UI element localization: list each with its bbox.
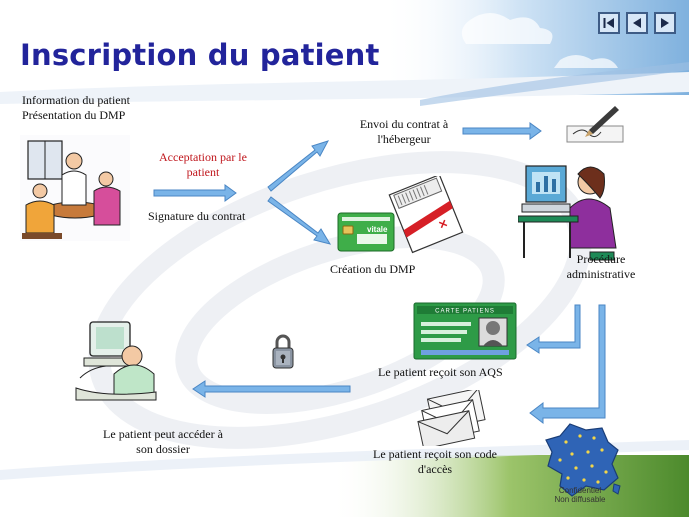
vitale-card-text: vitale — [367, 225, 388, 234]
vitale-card-icon: vitale — [337, 212, 395, 252]
info-line-1: Information du patient — [22, 93, 130, 107]
skip-back-icon — [603, 18, 614, 28]
confidential-line-1: Confidentiel — [558, 486, 602, 495]
patient-card-icon: CARTE PATIENS — [413, 302, 517, 360]
creation-label: Création du DMP — [330, 262, 416, 276]
arrow-to-signature — [153, 184, 237, 202]
previous-slide-button[interactable] — [626, 12, 648, 34]
patient-computer-icon — [75, 321, 157, 401]
envoi-label: Envoi du contrat à l'hébergeur — [359, 117, 449, 146]
first-slide-button[interactable] — [598, 12, 620, 34]
padlock-icon — [272, 334, 294, 369]
next-slide-button[interactable] — [654, 12, 676, 34]
signature-label: Signature du contrat — [148, 209, 246, 223]
code-label: Le patient reçoit son code d'accès — [373, 447, 497, 476]
arrow-to-creation — [267, 196, 332, 245]
arrow-to-code — [529, 304, 606, 425]
acceder-label: Le patient peut accéder à son dossier — [103, 427, 223, 456]
slide-title: Inscription du patient — [20, 38, 380, 72]
arrow-to-aqs — [526, 304, 581, 354]
secretary-computer-icon — [518, 165, 617, 261]
envelopes-icon — [417, 390, 486, 446]
consultation-meeting-icon — [20, 135, 130, 241]
confidential-line-2: Non diffusable — [554, 495, 606, 504]
aqs-label: Le patient reçoit son AQS — [378, 365, 503, 379]
arrow-to-envoi — [267, 140, 330, 192]
arrow-to-contract — [462, 122, 542, 140]
acceptation-label: Acceptation par le patient — [159, 150, 247, 179]
arrow-to-access — [192, 380, 351, 398]
play-back-icon — [633, 18, 641, 28]
dmp-document-icon — [388, 176, 464, 254]
patient-card-title: CARTE PATIENS — [435, 309, 495, 315]
play-forward-icon — [661, 18, 669, 28]
confidential-notice: Confidentiel Non diffusable — [548, 486, 612, 504]
france-map-icon — [545, 423, 621, 497]
procedure-label: Procédure administrative — [566, 252, 636, 281]
info-line-2: Présentation du DMP — [22, 108, 126, 122]
signed-contract-icon — [566, 106, 624, 143]
